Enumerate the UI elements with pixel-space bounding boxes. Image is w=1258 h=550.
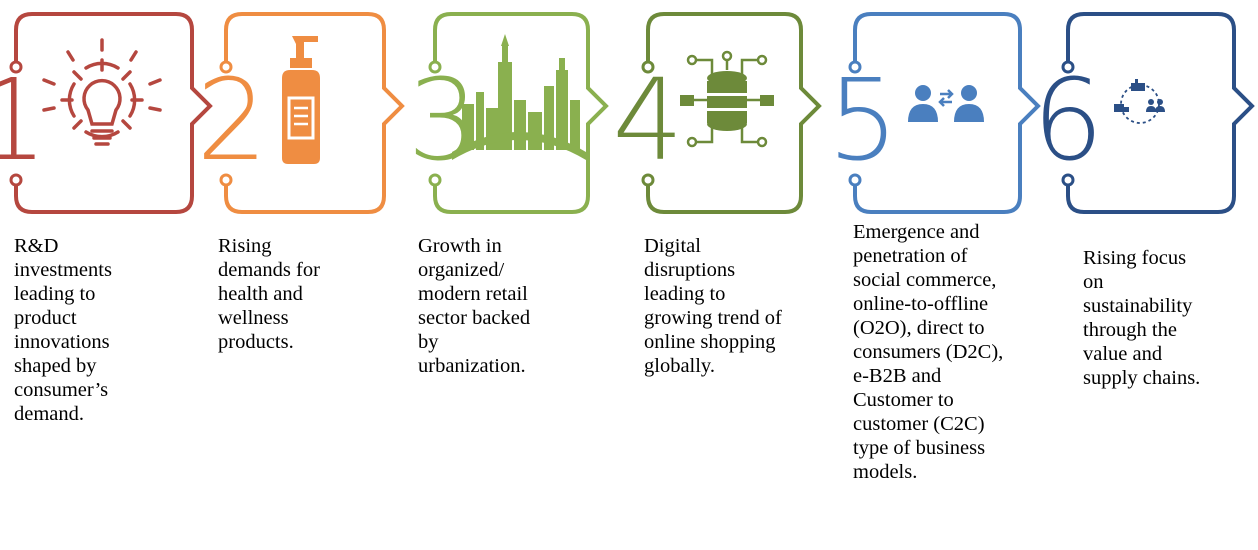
description-line: consumer’s [14, 379, 109, 401]
description-line: by [418, 331, 439, 353]
description-line: wellness [218, 307, 289, 329]
step-1-frame [14, 12, 213, 214]
step-2-frame [224, 12, 405, 214]
step-1-bottom-node [9, 173, 23, 187]
description-line: leading to [14, 283, 96, 305]
step-2-top-node [219, 60, 233, 74]
description-line: modern retail [418, 283, 528, 305]
step-3-bottom-node [428, 173, 442, 187]
step-5-frame [853, 12, 1041, 214]
description-line: disruptions [644, 259, 736, 281]
description-line: online shopping [644, 331, 776, 353]
description-line: urbanization. [418, 355, 526, 377]
description-line: innovations [14, 331, 110, 353]
description-line: demand. [14, 403, 85, 425]
people-exchange-icon [908, 85, 984, 122]
step-6-number: 6 [1032, 56, 1103, 186]
supply-chain-icon [1114, 79, 1165, 124]
description-line: (O2O), direct to [853, 317, 985, 339]
description-line: health and [218, 283, 303, 305]
step-3-frame [433, 12, 609, 214]
database-network-icon [680, 50, 774, 148]
step-5-number: 5 [827, 56, 898, 186]
step-4-number: 4 [612, 56, 683, 186]
lightbulb-gear-icon [42, 38, 162, 146]
description-line: globally. [644, 355, 715, 377]
description-line: Emergence and [853, 221, 980, 243]
description-line: R&D [14, 235, 59, 257]
description-line: consumers (D2C), [853, 341, 1004, 363]
description-line: growing trend of [644, 307, 782, 329]
step-1-number: 1 [0, 56, 48, 186]
step-5-bottom-node [848, 173, 862, 187]
description-line: shaped by [14, 355, 97, 377]
description-line: penetration of [853, 245, 968, 267]
description-line: social commerce, [853, 269, 997, 291]
description-line: investments [14, 259, 112, 281]
description-line: Growth in [418, 235, 502, 257]
step-2: 2 [196, 12, 405, 214]
step-5: 5 [827, 12, 1041, 214]
step-6-top-node [1061, 60, 1075, 74]
step-2-bottom-node [219, 173, 233, 187]
description-line: demands for [218, 259, 320, 281]
description-line: value and [1083, 343, 1163, 365]
description-line: Rising [218, 235, 272, 257]
step-6-frame [1066, 12, 1255, 214]
step-4: 4 [612, 12, 822, 214]
description-line: Customer to [853, 389, 954, 411]
description-line: supply chains. [1083, 367, 1201, 389]
step-1-top-node [9, 60, 23, 74]
description-line: online-to-offline [853, 293, 989, 315]
description-line: customer (C2C) [853, 413, 985, 435]
step-4-frame [646, 12, 822, 214]
description-line: models. [853, 461, 918, 483]
description-line: e-B2B and [853, 365, 942, 387]
description-line: on [1083, 271, 1104, 293]
description-line: sector backed [418, 307, 531, 329]
description-line: sustainability [1083, 295, 1193, 317]
description-line: type of business [853, 437, 986, 459]
step-6: 6 [1032, 12, 1255, 214]
step-5-top-node [848, 60, 862, 74]
step-3-top-node [428, 60, 442, 74]
step-4-bottom-node [641, 173, 655, 187]
description-line: products. [218, 331, 294, 353]
description-line: Digital [644, 235, 701, 257]
description-line: Rising focus [1083, 247, 1187, 269]
city-skyline-icon [452, 34, 586, 160]
step-2-number: 2 [196, 56, 267, 186]
soap-dispenser-icon [282, 36, 320, 164]
description-line: through the [1083, 319, 1177, 341]
step-4-top-node [641, 60, 655, 74]
step-3: 3 [407, 12, 609, 214]
step-1: 1 [0, 12, 213, 214]
description-line: leading to [644, 283, 726, 305]
step-6-bottom-node [1061, 173, 1075, 187]
description-line: product [14, 307, 77, 329]
description-line: organized/ [418, 259, 505, 281]
